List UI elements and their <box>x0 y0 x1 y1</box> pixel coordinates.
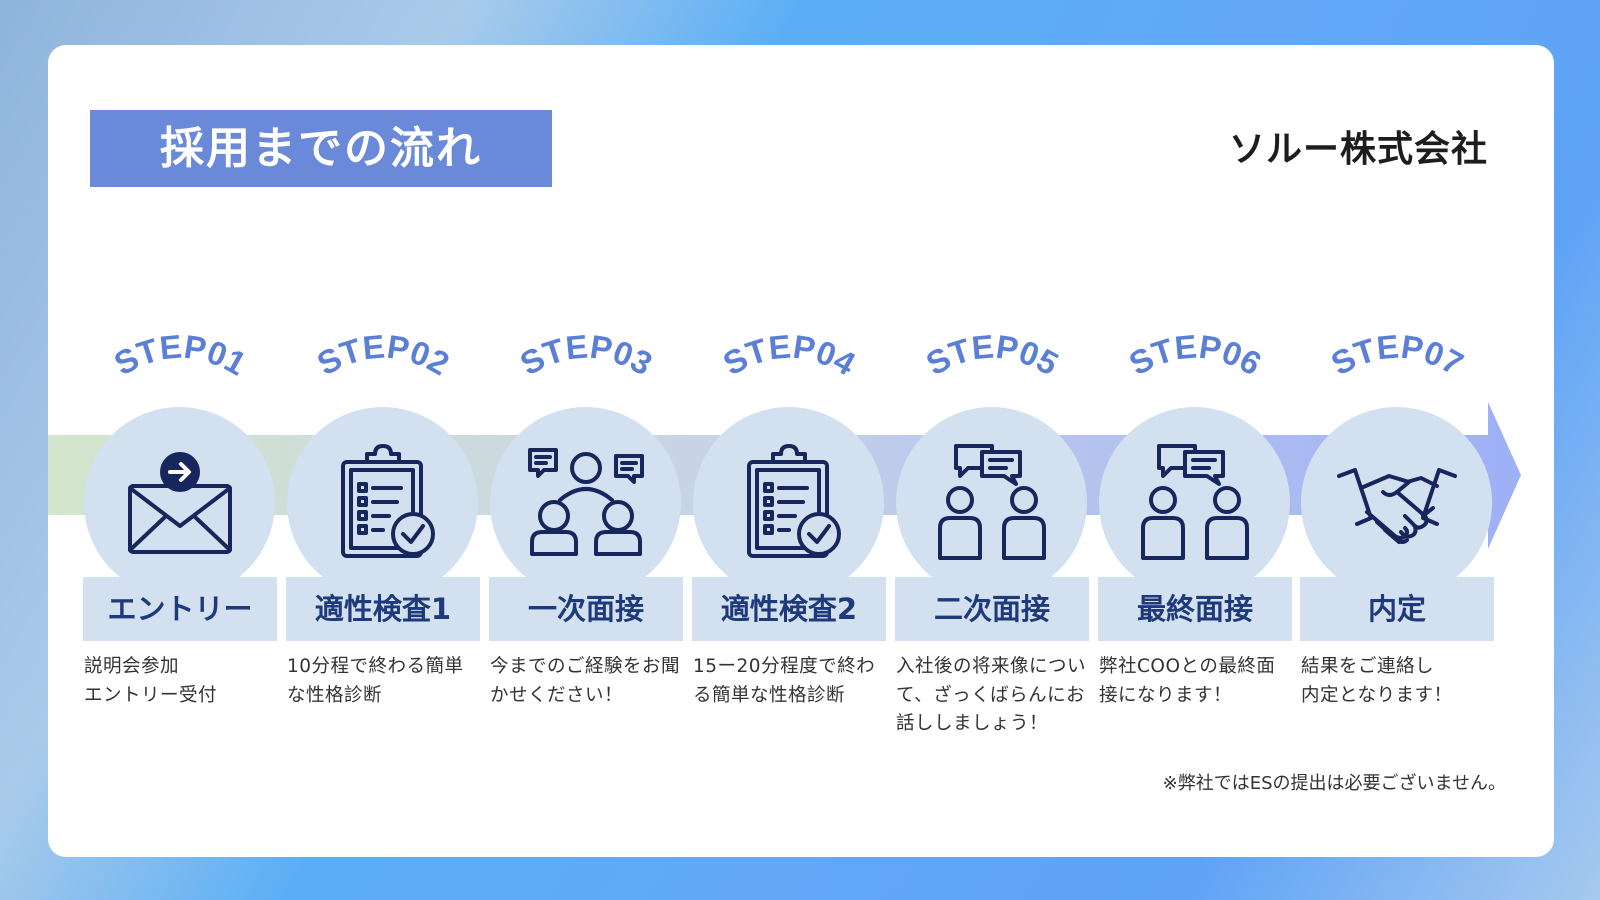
desc-line: 10分程で終わる簡単な性格診断 <box>287 656 464 706</box>
step-name: 適性検査2 <box>692 577 886 641</box>
step-description: 今までのご経験をお聞かせください！ <box>490 653 684 710</box>
svg-text:STEP06: STEP06 <box>1123 327 1268 382</box>
page-title: 採用までの流れ <box>160 123 482 174</box>
handshake-icon <box>1337 468 1457 544</box>
step-description: 結果をご連絡し 内定となります！ <box>1301 653 1495 710</box>
svg-text:STEP07: STEP07 <box>1325 327 1470 382</box>
desc-line: 15ー20分程度で終わる簡単な性格診断 <box>693 656 876 706</box>
two-people-chat-icon <box>938 444 1046 560</box>
step-name: 二次面接 <box>895 577 1089 641</box>
step-description: 10分程で終わる簡単な性格診断 <box>287 653 481 710</box>
footnote: ※弊社ではESの提出は必要ございません。 <box>1162 773 1506 794</box>
desc-line: 弊社COOとの最終面接になります！ <box>1099 656 1276 706</box>
step-name: 適性検査1 <box>286 577 480 641</box>
svg-text:STEP03: STEP03 <box>514 327 659 382</box>
company-name: ソルー株式会社 <box>1228 129 1488 170</box>
svg-text:STEP04: STEP04 <box>717 327 862 382</box>
step-number: STEP06 <box>1123 327 1268 382</box>
desc-line: 今までのご経験をお聞かせください！ <box>490 656 681 706</box>
svg-text:STEP02: STEP02 <box>311 327 456 382</box>
clipboard-check-icon <box>341 444 435 558</box>
svg-text:STEP05: STEP05 <box>920 327 1065 382</box>
desc-line: エントリー受付 <box>84 684 218 706</box>
step-circle <box>490 407 681 598</box>
step-number: STEP07 <box>1325 327 1470 382</box>
step-number: STEP04 <box>717 327 862 382</box>
step-name: 一次面接 <box>489 577 683 641</box>
desc-line: 結果をご連絡し <box>1301 656 1435 677</box>
step-description: 15ー20分程度で終わる簡単な性格診断 <box>693 653 887 710</box>
step-number: STEP05 <box>920 327 1065 382</box>
step-circle <box>1099 407 1290 598</box>
step-name: 最終面接 <box>1098 577 1292 641</box>
step-number: STEP02 <box>311 327 456 382</box>
step-description: 弊社COOとの最終面接になります！ <box>1099 653 1293 710</box>
step-number: STEP03 <box>514 327 659 382</box>
step-circle <box>896 407 1087 598</box>
step-description: 説明会参加 エントリー受付 <box>84 653 278 710</box>
desc-line: 入社後の将来像について、ざっくばらんにお話ししましょう！ <box>896 656 1087 734</box>
step-name: 内定 <box>1300 577 1494 641</box>
step-circle <box>84 407 275 598</box>
step-description: 入社後の将来像について、ざっくばらんにお話ししましょう！ <box>896 653 1090 739</box>
step-number: STEP01 <box>108 327 253 382</box>
step-circle <box>1301 407 1492 598</box>
two-people-chat-icon <box>1141 444 1249 560</box>
group-meeting-icon <box>528 448 644 556</box>
slide-card: 採用までの流れ ソルー株式会社 STEP01 エントリー 説明会参加 エントリー… <box>48 45 1554 857</box>
svg-text:STEP01: STEP01 <box>108 327 253 382</box>
title-banner: 採用までの流れ <box>90 110 552 187</box>
envelope-arrow-icon <box>128 452 232 554</box>
clipboard-check-icon <box>747 444 841 558</box>
desc-line: 内定となります！ <box>1301 684 1453 706</box>
desc-line: 説明会参加 <box>84 656 180 677</box>
step-name: エントリー <box>83 577 277 641</box>
